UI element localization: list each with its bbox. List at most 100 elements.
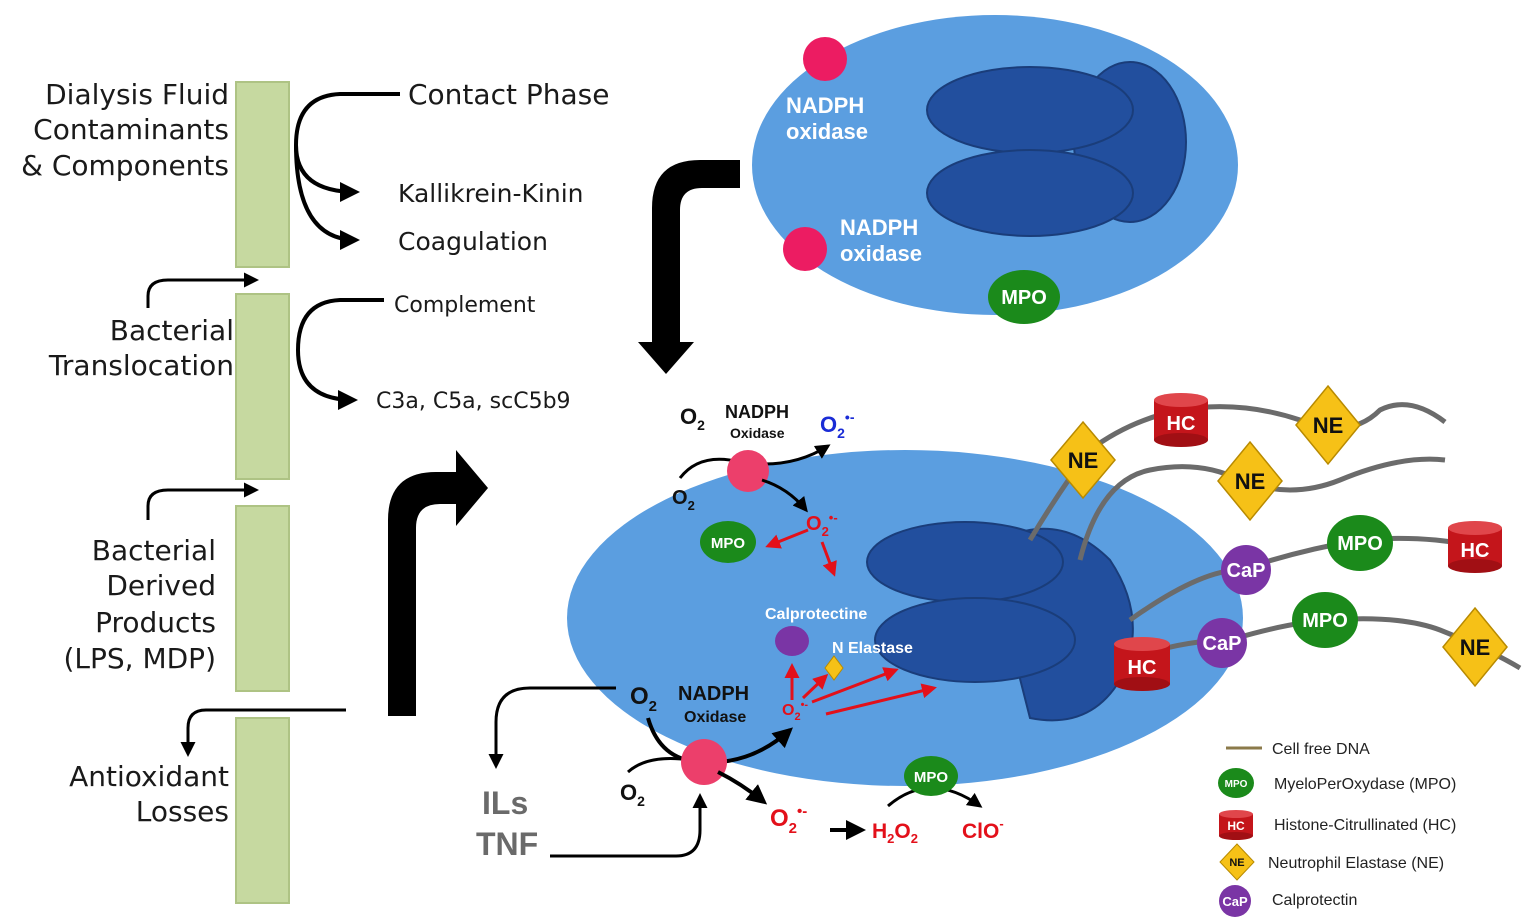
o2-bottom-label: O2 [630,683,657,715]
bacterial-derived-label-1: Bacterial [92,534,216,567]
derived-input-arrow [146,482,259,520]
h2o2-label: H2O2 [872,820,918,846]
calprotectine-icon [775,626,809,656]
dialysis-branch-arrow [293,92,400,202]
cytokine-release-arrow [488,686,616,769]
n-elastase-label: N Elastase [832,640,913,657]
red-arrow-to-mpo [765,528,809,549]
svg-text:NE: NE [1460,635,1491,660]
contact-phase-label: Contact Phase [408,78,609,111]
o2-lower-curve [626,757,691,774]
ne-marker: NE [1050,420,1116,500]
translocation-input-arrow [146,272,259,308]
superoxide-outer-label: O2•- [770,803,807,837]
net-strands: NE NE NE NE HC HC [1027,384,1522,691]
superoxide-inner-label: O2•- [806,510,838,539]
svg-text:MPO: MPO [1302,610,1348,632]
legend-ne-icon: NE [1219,843,1255,881]
to-superoxide-inner-arrow [761,478,808,513]
bacterial-translocation-bar [235,293,290,480]
bacterial-derived-label-4: (LPS, MDP) [63,642,216,675]
superoxide-top-label: O2•- [820,409,855,441]
oxidase-top-label: Oxidase [730,425,785,441]
calprotectine-label: Calprotectine [765,606,867,623]
legend-ne-label: Neutrophil Elastase (NE) [1268,855,1444,872]
hc-marker: HC [1114,637,1170,691]
hc-marker: HC [1448,521,1502,573]
resting-nucleus-lobe-1 [926,66,1134,154]
o2-lower-label: O2 [620,780,645,809]
nadph-oxidase-label-1b: oxidase [786,119,868,144]
nadph-oxidase-active-bottom [681,739,727,785]
nadph-bottom-label: NADPH [678,683,749,705]
kallikrein-label: Kallikrein-Kinin [398,179,584,208]
bacterial-derived-label-3: Products [95,606,216,639]
cytokine-loop: ILs TNF [476,686,708,862]
dialysis-label-3: & Components [21,149,229,182]
activation-arrow-down [638,160,740,374]
bacterial-translocation-label-1: Bacterial [110,314,234,347]
legend-hc-label: Histone-Citrullinated (HC) [1274,817,1456,834]
ils-label: ILs [482,785,528,821]
ne-marker: NE [1217,440,1283,522]
red-arrow-to-nucleus-2 [825,683,937,716]
nadph-oxidase-dot-1 [803,37,847,81]
dialysis-label-2: Contaminants [33,113,229,146]
clo-label: ClO- [962,816,1004,843]
complement-branch-arrow [295,298,384,410]
legend-hc-icon: HC [1219,810,1253,840]
cap-marker: CaP [1221,545,1271,595]
activated-neutrophil: O2 NADPH Oxidase O2•- O2 O2•- MPO Calpro… [567,402,1243,846]
activated-nucleus-lobe-2 [874,597,1076,683]
nadph-oxidase-dot-2 [783,227,827,271]
svg-text:NE: NE [1313,413,1344,438]
antioxidant-bar [235,717,290,904]
complement-label: Complement [394,293,536,318]
svg-text:NE: NE [1068,448,1099,473]
mpo-marker: MPO [1327,515,1393,571]
nadph-oxidase-active-top [727,450,769,492]
legend-dna-label: Cell free DNA [1272,741,1370,758]
red-arrow-to-nucleus-1 [811,667,899,704]
legend-cap-icon [1219,885,1251,917]
ne-marker: NE [1442,606,1508,688]
svg-text:MPO: MPO [1337,533,1383,555]
ne-marker: NE [1295,384,1361,466]
legend-mpo-label: MyeloPerOxydase (MPO) [1274,776,1456,793]
antioxidant-label-2: Losses [136,795,229,828]
bacterial-derived-bar [235,505,290,692]
mpo-badge-top [988,270,1060,324]
svg-text:CaP: CaP [1203,633,1242,655]
superoxide-lower-label: O2•- [782,699,808,723]
dialysis-label-1: Dialysis Fluid [45,78,229,111]
legend-mpo-icon [1218,768,1254,798]
mpo-label-outer: MPO [914,769,949,786]
activation-arrow-right [388,450,488,716]
antioxidant-label-1: Antioxidant [69,760,229,793]
bacterial-translocation-label-2: Translocation [48,349,234,382]
o2-top-label: O2 [680,404,705,433]
svg-text:MPO: MPO [1225,779,1248,790]
dna-strand-3 [1128,535,1471,623]
nadph-oxidase-label-2b: oxidase [840,241,922,266]
resting-neutrophil: NADPH oxidase NADPH oxidase MPO [752,15,1238,324]
svg-text:HC: HC [1167,413,1196,435]
antioxidant-input-arrow [180,708,346,757]
svg-text:NE: NE [1235,469,1266,494]
mpo-marker: MPO [1292,592,1358,648]
n-elastase-icon [824,655,844,681]
resting-nucleus-lobe-2 [926,149,1134,237]
dialysis-bar [235,81,290,268]
legend: Cell free DNA MPO MyeloPerOxydase (MPO) … [1218,741,1456,917]
mpo-label-top: MPO [1001,287,1047,309]
hc-marker: HC [1154,393,1208,447]
c3a-label: C3a, C5a, scC5b9 [376,389,571,414]
left-panel: Dialysis Fluid Contaminants & Components… [21,78,609,904]
coagulation-label: Coagulation [398,227,548,256]
legend-cap-label: Calprotectin [1272,892,1357,909]
svg-text:HC: HC [1227,819,1245,833]
to-superoxide-outer-arrow [717,770,768,805]
mpo-badge-outer [904,756,958,796]
red-arrow-down [820,541,837,577]
coagulation-branch-arrow [294,144,360,250]
